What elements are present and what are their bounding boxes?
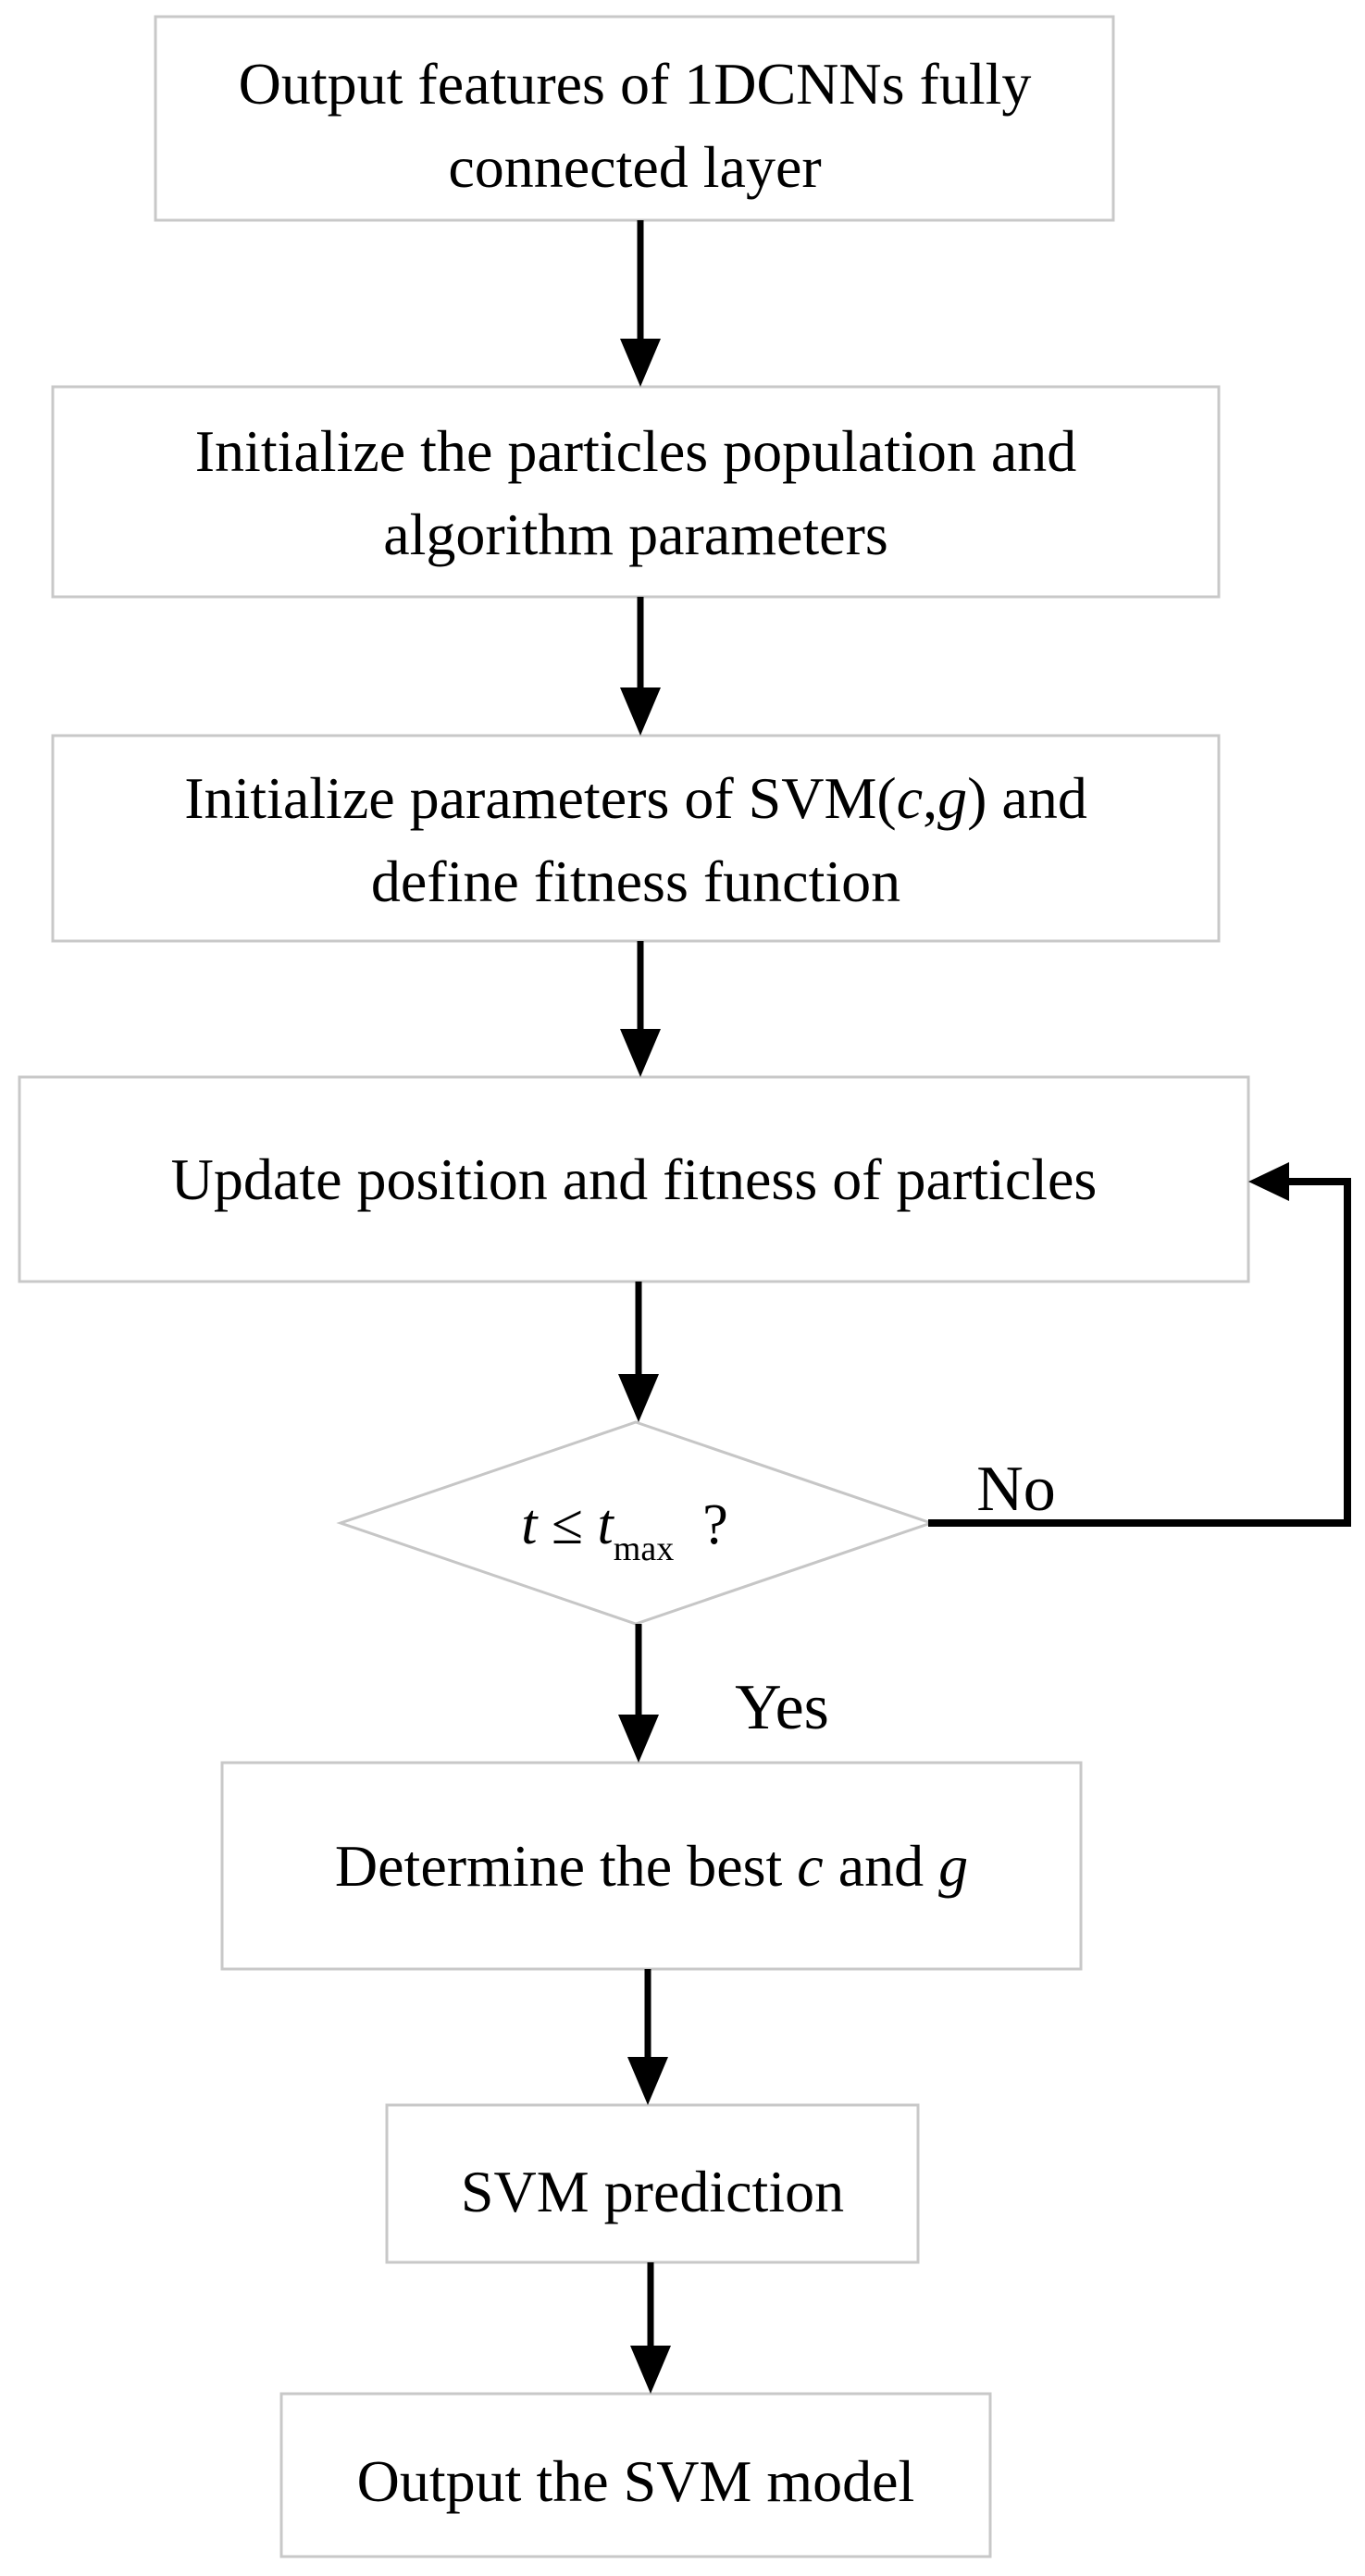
arrow-box6-to-box7	[630, 2262, 671, 2394]
decision-diamond-iteration-check	[336, 1420, 936, 1626]
process-box-update-particles	[18, 1075, 1250, 1283]
decision-diamond-label: t ≤ tmax ?	[521, 1493, 727, 1568]
svg-text:define fitness function: define fitness function	[371, 848, 900, 914]
process-box-determine-best-label: Determine the best c and g	[335, 1833, 968, 1899]
process-box-svm-prediction-label: SVM prediction	[461, 2159, 844, 2224]
arrow-box3-to-box4	[620, 941, 661, 1077]
process-box-initialize-svm-params	[51, 734, 1221, 943]
svg-text:Output features of 1DCNNs full: Output features of 1DCNNs fully	[239, 51, 1032, 117]
process-box-update-particles-label: Update position and fitness of particles	[171, 1146, 1098, 1212]
svg-text:connected layer: connected layer	[448, 134, 821, 200]
branch-label-yes: Yes	[735, 1672, 829, 1743]
svg-text:algorithm parameters: algorithm parameters	[383, 502, 888, 567]
arrow-decision-to-box5-yes	[618, 1624, 659, 1763]
process-box-initialize-population	[51, 385, 1221, 599]
process-box-output-features	[154, 15, 1115, 222]
process-box-initialize-population-label: Initialize the particles population and …	[195, 418, 1077, 567]
arrow-box2-to-box3	[620, 597, 661, 736]
arrow-box1-to-box2	[620, 220, 661, 387]
arrow-no-feedback-loop	[928, 1162, 1351, 1527]
process-box-initialize-svm-params-label: Initialize parameters of SVM(c,g) and de…	[184, 765, 1087, 914]
process-box-svm-prediction	[385, 2103, 920, 2264]
arrow-box4-to-decision	[618, 1282, 659, 1422]
svg-text:Initialize the particles popul: Initialize the particles population and	[195, 418, 1077, 484]
arrow-box5-to-box6	[627, 1969, 668, 2105]
process-box-output-features-label: Output features of 1DCNNs fully connecte…	[239, 51, 1032, 200]
svg-text:Initialize parameters of SVM(c: Initialize parameters of SVM(c,g) and	[184, 765, 1087, 831]
branch-label-no: No	[976, 1454, 1056, 1525]
process-box-output-model-label: Output the SVM model	[357, 2448, 915, 2514]
process-box-determine-best	[220, 1761, 1083, 1971]
process-box-output-model	[279, 2392, 992, 2558]
